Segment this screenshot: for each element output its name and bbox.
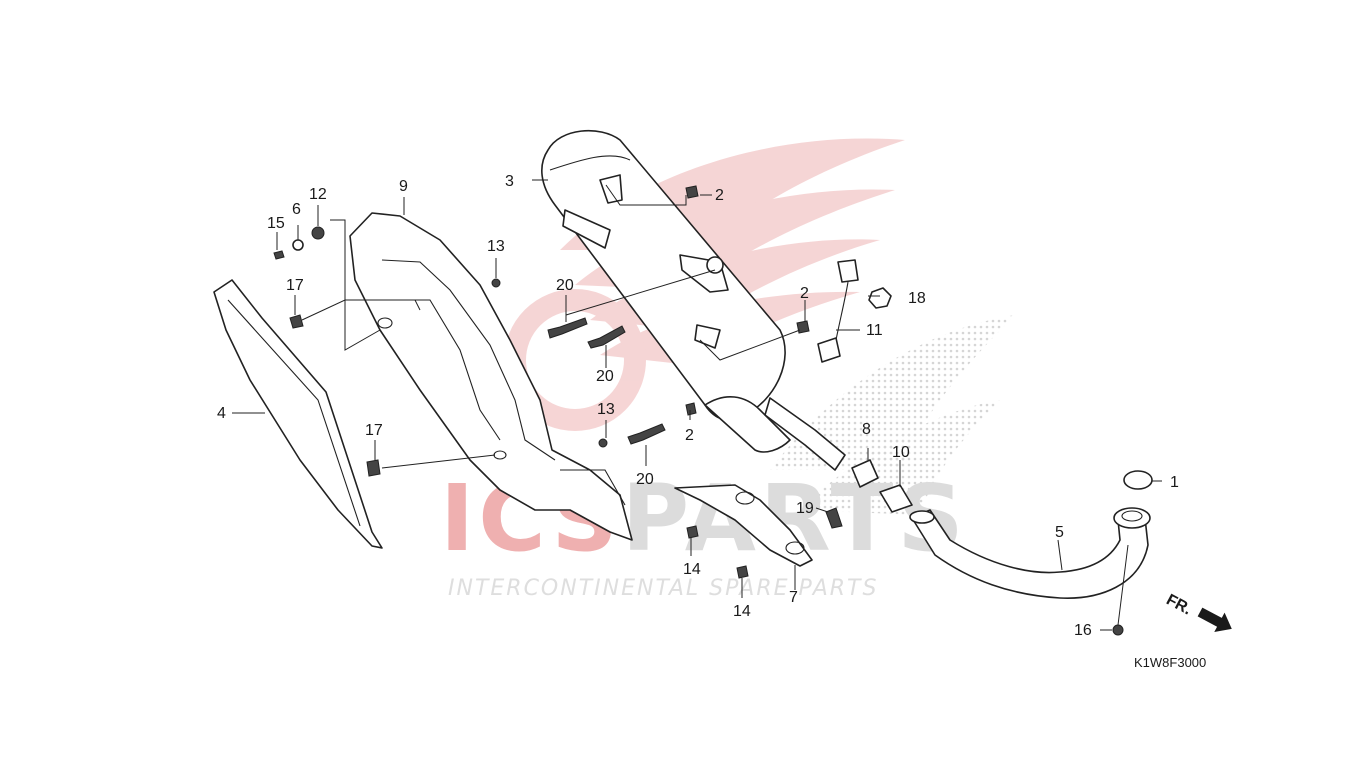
part-15-bolt	[273, 250, 285, 260]
callout-2-b: 2	[800, 285, 809, 302]
callout-8: 8	[862, 421, 871, 438]
part-8-gasket	[851, 459, 879, 488]
callout-3: 3	[505, 173, 514, 190]
small-hardware	[273, 185, 1124, 636]
diagram-code: K1W8F3000	[1134, 655, 1206, 670]
callout-9: 9	[399, 178, 408, 195]
front-direction-label: FR.	[1163, 591, 1194, 618]
part-6-washer	[292, 239, 304, 251]
part-20-bolt-b	[587, 325, 626, 349]
part-9-protector	[349, 212, 633, 541]
callout-20-a: 20	[556, 277, 574, 294]
part-13-screw-upper	[491, 278, 501, 288]
part-18-nut	[868, 287, 892, 309]
part-20-bolt-a	[547, 317, 588, 339]
callout-15: 15	[267, 215, 285, 232]
callout-17-a: 17	[286, 277, 304, 294]
part-3-muffler	[541, 129, 846, 471]
callout-14-b: 14	[733, 603, 751, 620]
callout-13-a: 13	[487, 238, 505, 255]
callout-labels: 3 2 2 2 4 1 5 6 7 8 9 10 11 12 13 13 14 …	[217, 173, 1179, 639]
callout-13-b: 13	[597, 401, 615, 418]
callout-12: 12	[309, 186, 327, 203]
callout-1: 1	[1170, 474, 1179, 491]
part-2-nut-a	[685, 185, 699, 199]
part-17-clip-lower	[366, 459, 381, 477]
callout-20-b: 20	[596, 368, 614, 385]
part-20-bolt-c	[627, 423, 666, 445]
part-13-screw-lower	[598, 438, 608, 448]
callout-14-a: 14	[683, 561, 701, 578]
callout-2-c: 2	[685, 427, 694, 444]
front-direction-arrow-icon	[1197, 607, 1232, 633]
part-12-collar	[311, 226, 325, 240]
part-11-o2-sensor	[817, 259, 859, 363]
callout-19: 19	[796, 500, 814, 517]
part-2-nut-b	[796, 320, 810, 334]
callout-7: 7	[789, 589, 798, 606]
callout-6: 6	[292, 201, 301, 218]
callout-17-b: 17	[365, 422, 383, 439]
callout-20-c: 20	[636, 471, 654, 488]
leader-lines	[232, 179, 1162, 631]
part-14-bolt-b	[736, 565, 749, 579]
callout-16: 16	[1074, 622, 1092, 639]
part-2-nut-c	[685, 402, 697, 416]
callout-11: 11	[866, 322, 883, 339]
part-17-clip-upper	[289, 314, 304, 329]
part-4-side-cover	[213, 279, 383, 549]
part-10-joint	[879, 484, 913, 513]
callout-5: 5	[1055, 524, 1064, 541]
callout-18: 18	[908, 290, 926, 307]
part-1-gasket-ring	[1123, 470, 1153, 490]
callout-4: 4	[217, 405, 226, 422]
dotted-wing-watermark-icon	[770, 315, 1015, 515]
part-19-bolt	[825, 507, 843, 529]
part-14-bolt-a	[686, 525, 699, 539]
part-7-bracket	[674, 484, 813, 567]
callout-2-a: 2	[715, 187, 724, 204]
watermark-tagline: INTERCONTINENTAL SPARE PARTS	[448, 576, 878, 601]
part-16-nut	[1112, 624, 1124, 636]
callout-10: 10	[892, 444, 910, 461]
part-5-exhaust-pipe	[909, 507, 1151, 599]
